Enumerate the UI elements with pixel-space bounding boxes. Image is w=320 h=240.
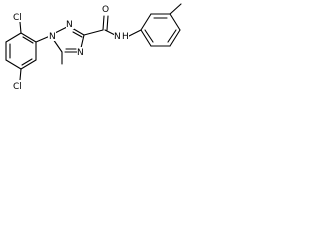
cl-bottom-text: Cl [13, 82, 22, 92]
cl-top-text: Cl [13, 13, 22, 23]
atom-label-amide-nh: N H [114, 31, 129, 42]
n4-text: N [77, 48, 84, 58]
bond-carbonyl-o-2 [106, 15, 109, 31]
triazole-ring [52, 26, 85, 53]
n2-text: N [66, 20, 73, 30]
bond-c3-carbonyl [83, 29, 104, 36]
bond-ring-cl-top [19, 21, 22, 34]
dichlorophenyl-ring [5, 32, 37, 70]
atom-label-n1: N [48, 31, 56, 42]
n1-text: N [49, 32, 56, 42]
bond-ring-n1 [35, 35, 51, 43]
bond-tolyl-methyl [169, 3, 182, 15]
atom-label-n2: N [66, 19, 74, 30]
tolyl-ring [140, 13, 181, 47]
atom-label-carbonyl-o: O [102, 3, 111, 15]
bond-carbonyl-o-1 [102, 15, 105, 31]
atom-label-cl-bottom: Cl [12, 80, 25, 92]
amide-h-text: H [122, 32, 129, 42]
bond-n-tolyl [128, 29, 142, 37]
atom-label-n4: N [77, 47, 85, 58]
atom-label-cl-top: Cl [12, 11, 25, 23]
amide-n-text: N [114, 32, 121, 42]
molecule-structure: Cl Cl N N N O N H [5, 3, 182, 92]
bond-ring-cl-bottom [19, 68, 22, 81]
carbonyl-o-text: O [102, 5, 109, 15]
